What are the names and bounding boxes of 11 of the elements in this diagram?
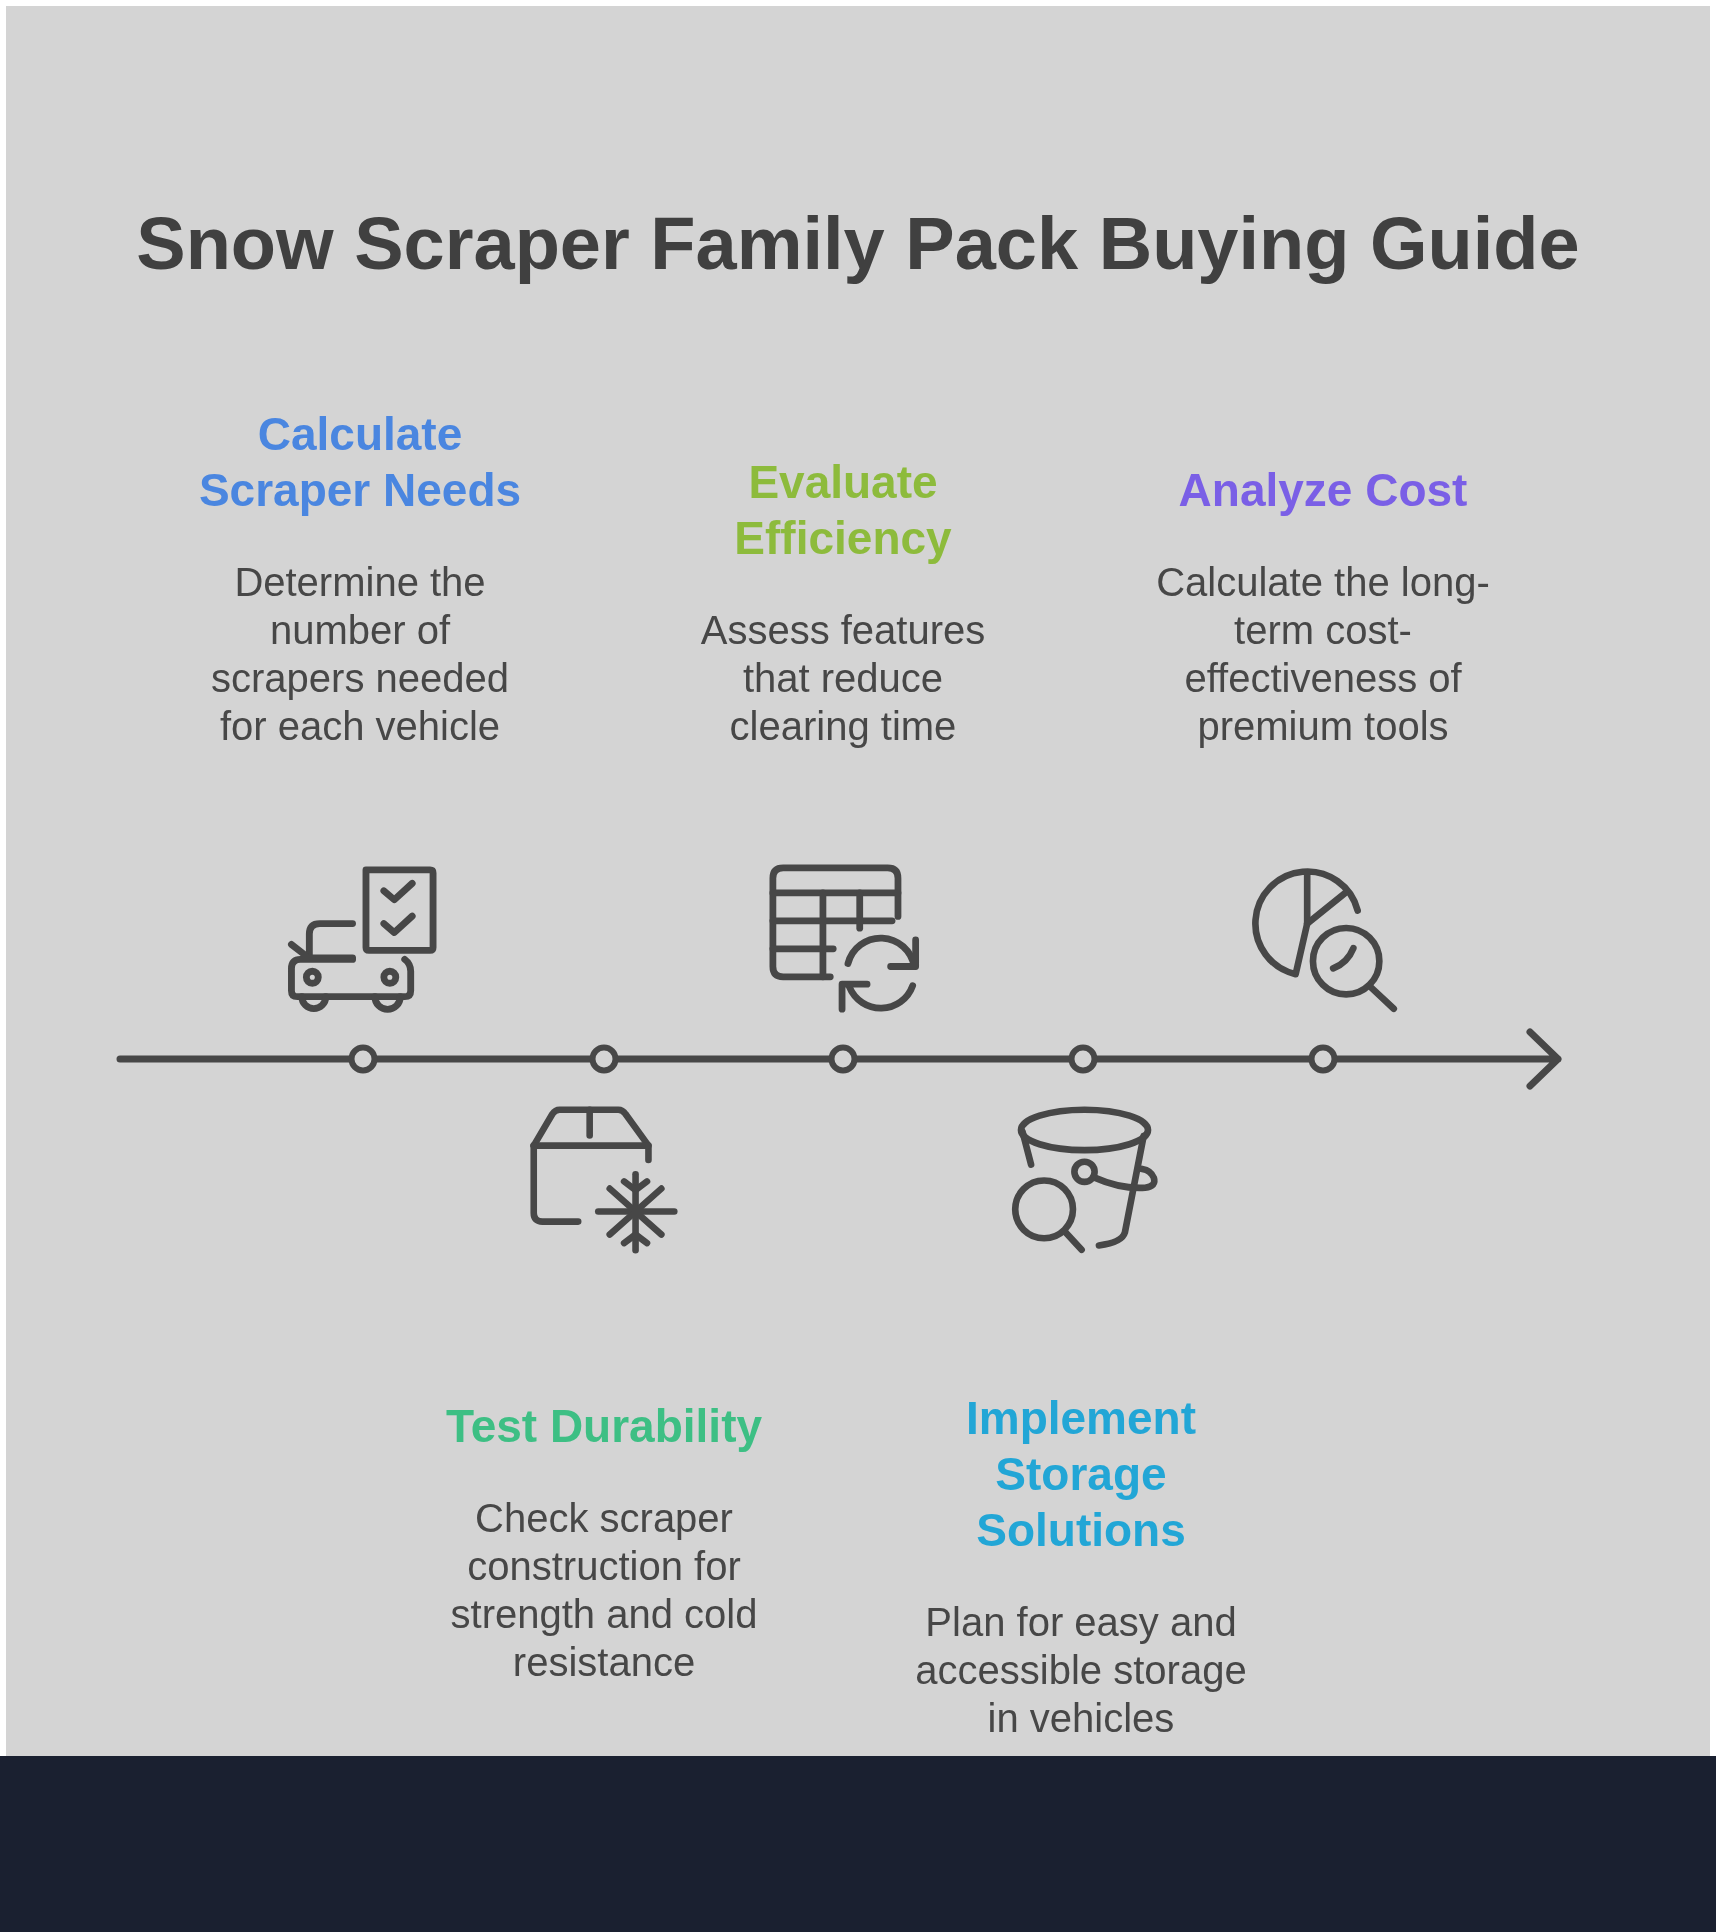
step-description: Calculate the long-term cost-effectiveness of premium tools — [1155, 559, 1491, 750]
step-heading: Calculate Scraper Needs — [197, 407, 523, 518]
step-heading: Analyze Cost — [1177, 463, 1469, 518]
step-description: Check scraper construction for strength and cold resistance — [449, 1495, 759, 1686]
title: Snow Scraper Family Pack Buying Guide — [136, 201, 1580, 287]
step-description: Determine the number of scrapers needed for each vehicle — [210, 559, 510, 750]
step-heading: Test Durability — [444, 1399, 764, 1454]
step-description: Plan for easy and accessible storage in vehicles — [914, 1599, 1248, 1742]
step-heading: Evaluate Efficiency — [733, 455, 953, 566]
step-description: Assess features that reduce clearing time — [699, 607, 987, 750]
step-heading: Implement Storage Solutions — [964, 1391, 1197, 1558]
